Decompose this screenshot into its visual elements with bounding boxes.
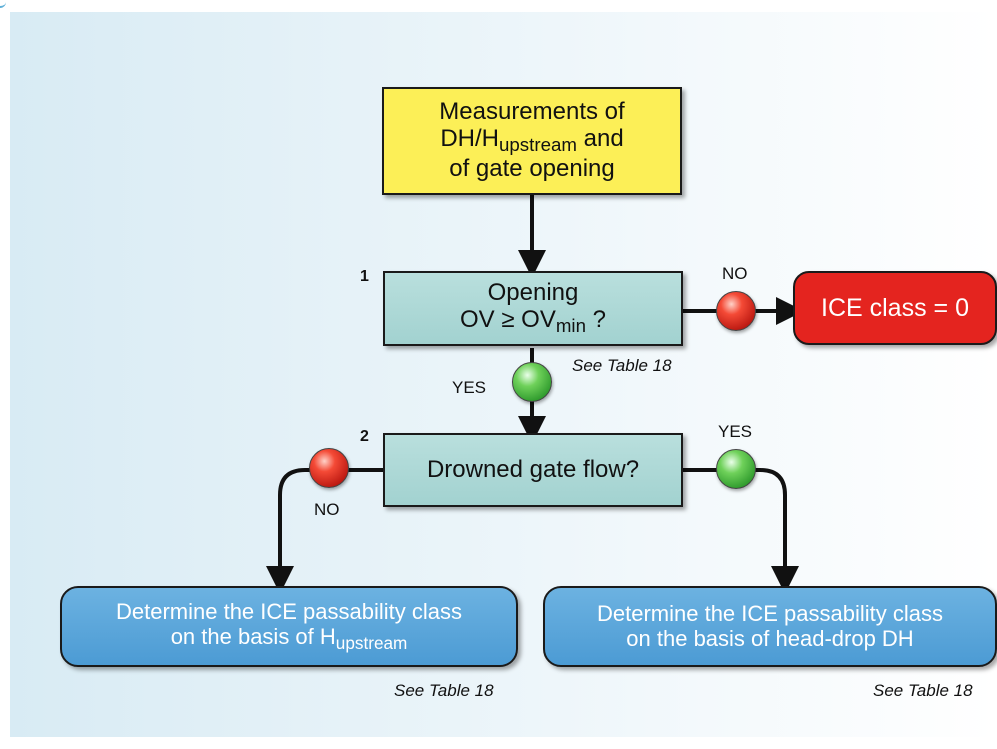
measurements-box: Measurements of DH/Hupstream and of gate… (382, 87, 682, 195)
step-1-question-box: Opening OV ≥ OVmin ? (383, 271, 683, 346)
arrow-step2-yes-branch (683, 468, 799, 594)
step-2-question-box: Drowned gate flow? (383, 433, 683, 507)
green-light-icon (512, 362, 552, 402)
green-light-icon (716, 449, 756, 489)
left-result-line-2: on the basis of Hupstream (170, 623, 408, 653)
step-1-table-ref: See Table 18 (572, 356, 672, 375)
step-1-line-1: Opening (487, 278, 579, 306)
right-result-box: Determine the ICE passability class on t… (543, 586, 997, 667)
ice-class-zero-box: ICE class = 0 (793, 271, 997, 345)
ice-class-zero-text: ICE class = 0 (821, 293, 969, 322)
arrow-step2-no-branch (266, 468, 383, 594)
right-result-line-2: on the basis of head-drop DH (626, 625, 914, 651)
right-result-line-1: Determine the ICE passability class (596, 600, 944, 626)
step-2-number: 2 (360, 428, 369, 445)
measurements-line-2: DH/Hupstream and (440, 124, 624, 156)
measurements-line-1: Measurements of (439, 98, 625, 126)
step-1-number: 1 (360, 268, 369, 285)
no-label-1: NO (722, 264, 748, 283)
yes-label-2: YES (718, 422, 753, 441)
measurements-line-3: of gate opening (449, 155, 615, 183)
red-light-icon (716, 291, 756, 331)
left-table-ref: See Table 18 (394, 681, 494, 700)
corner-mark (0, 0, 6, 8)
red-light-icon (309, 448, 349, 488)
right-table-ref: See Table 18 (873, 681, 973, 700)
left-result-box: Determine the ICE passability class on t… (60, 586, 518, 667)
yes-label-1: YES (452, 378, 487, 397)
no-label-2: NO (314, 500, 340, 519)
step-1-line-2: OV ≥ OVmin ? (459, 305, 606, 337)
step-2-text: Drowned gate flow? (426, 456, 640, 483)
left-result-line-1: Determine the ICE passability class (115, 599, 463, 625)
